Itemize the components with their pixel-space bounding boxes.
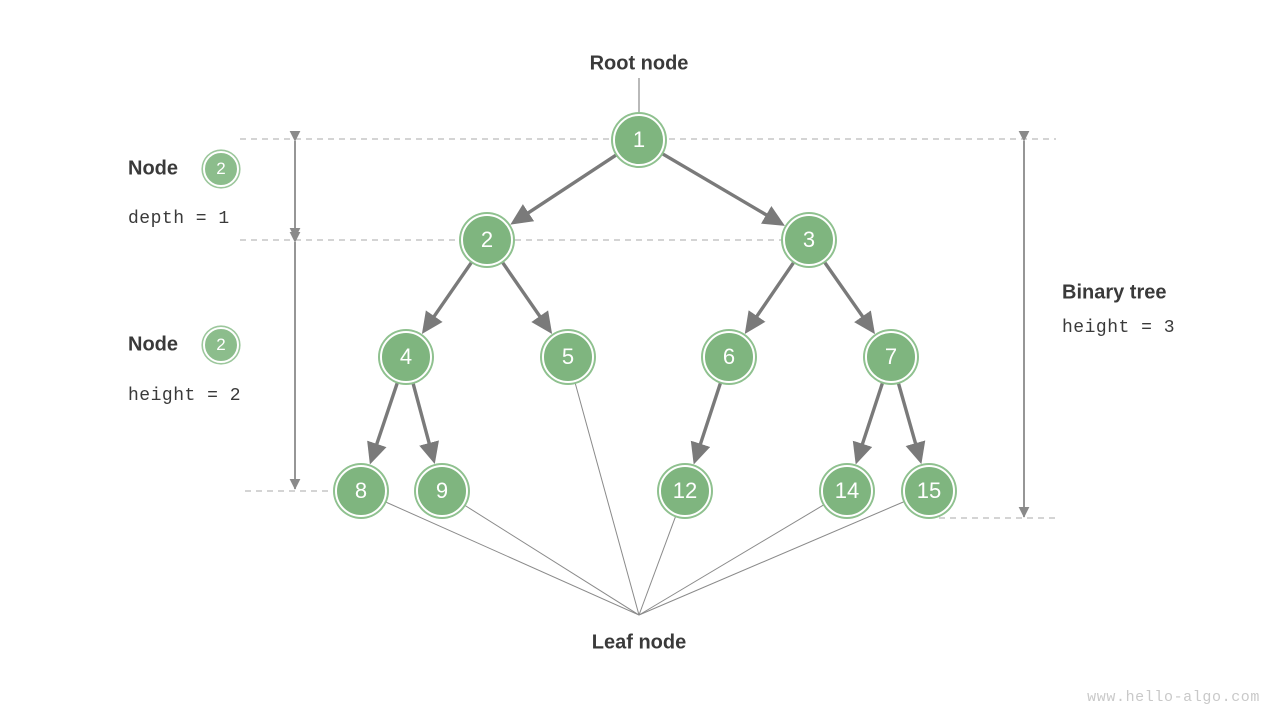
tree-node-8: 8	[335, 465, 387, 517]
leaf-pointer-n9	[464, 504, 640, 616]
tree-node-9: 9	[416, 465, 468, 517]
tree-node-4: 4	[380, 331, 432, 383]
edge-n2-n5	[500, 261, 553, 335]
tree-node-5: 5	[542, 331, 594, 383]
tree-node-15: 15	[903, 465, 955, 517]
edge-n7-n14	[852, 382, 885, 465]
tree-node-7: 7	[865, 331, 917, 383]
leaf-pointer-n12	[638, 516, 677, 616]
node-height-title: Node	[128, 333, 178, 356]
edge-n3-n7	[823, 261, 875, 335]
tree-node-6: 6	[703, 331, 755, 383]
tree-node-2: 2	[461, 214, 513, 266]
edge-n2-n4	[421, 261, 474, 335]
binary-tree-title: Binary tree	[1062, 281, 1167, 304]
leaf-pointer-lines	[385, 382, 905, 616]
edge-n1-n2	[510, 153, 618, 225]
leaf-pointer-n15	[638, 501, 905, 616]
node-depth-title: Node	[128, 157, 178, 180]
edge-n7-n15	[896, 382, 926, 465]
height-node-badge: 2	[203, 327, 239, 363]
watermark-text: www.hello-algo.com	[1087, 689, 1260, 706]
tree-edges	[367, 152, 926, 465]
tree-node-14: 14	[821, 465, 873, 517]
edge-n1-n3	[661, 152, 785, 226]
edge-n6-n12	[690, 382, 723, 465]
level-guide-lines	[240, 138, 1056, 519]
tree-node-3: 3	[783, 214, 835, 266]
edge-n4-n9	[411, 382, 439, 465]
depth-node-badge: 2	[203, 151, 239, 187]
edge-n3-n6	[744, 261, 796, 334]
leaf-pointer-n8	[385, 501, 640, 616]
leaf-pointer-n5	[574, 382, 640, 616]
tree-node-1: 1	[613, 114, 665, 166]
leaf-node-label: Leaf node	[591, 631, 687, 654]
dimension-arrows	[289, 130, 1030, 518]
binary-tree-height-value: height = 3	[1062, 318, 1176, 338]
leaf-pointer-n14	[638, 504, 825, 616]
node-height-value: height = 2	[128, 386, 242, 406]
tree-node-12: 12	[659, 465, 711, 517]
node-depth-value: depth = 1	[128, 209, 230, 229]
edge-n4-n8	[367, 382, 400, 465]
root-node-label: Root node	[589, 52, 689, 75]
